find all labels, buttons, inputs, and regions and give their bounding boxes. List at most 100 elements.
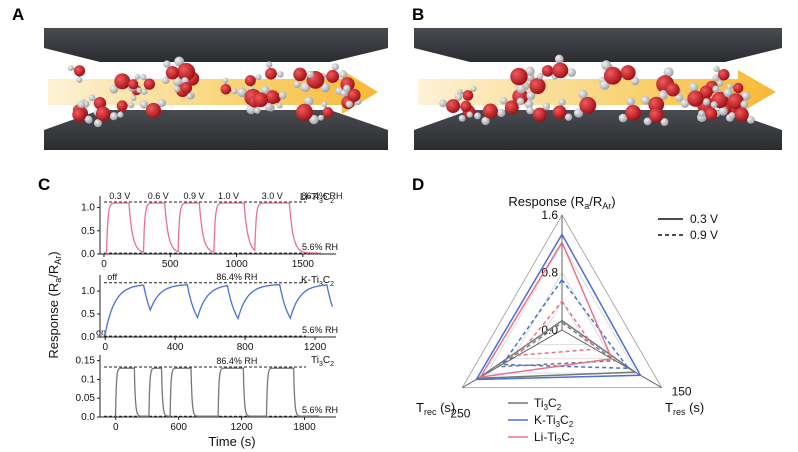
response-curve (103, 283, 334, 336)
hydrogen-atom (499, 96, 508, 105)
y-tick-label: 0.1 (81, 374, 95, 385)
oxygen-atom (648, 96, 665, 113)
oxygen-atom (510, 67, 528, 86)
panel-b-illustration (414, 28, 782, 150)
hydrogen-atom (470, 85, 477, 92)
oxygen-atom (446, 99, 461, 114)
hydrogen-atom (173, 76, 183, 87)
voltage-label: 0.9 V (184, 191, 205, 201)
hydrogen-atom (599, 80, 610, 90)
oxygen-atom (145, 102, 162, 119)
oxygen-atom (603, 66, 622, 85)
x-tick-label: 1000 (225, 259, 248, 270)
panel-b-water-molecules (439, 54, 755, 126)
panel-c-xlabel: Time (s) (208, 434, 255, 449)
hydrogen-atom (76, 76, 83, 83)
hydrogen-atom (320, 82, 331, 93)
hydrogen-atom (255, 74, 262, 81)
hydrogen-atom (173, 85, 181, 93)
oxygen-atom (265, 67, 277, 80)
y-tick-label: 1.0 (81, 286, 95, 297)
oxygen-atom (552, 105, 567, 119)
x-tick-label: 500 (162, 259, 179, 270)
oxygen-atom (72, 107, 87, 122)
panel-b-letter: B (412, 5, 424, 24)
sample-label: Ti3C2 (311, 355, 334, 368)
legend-ti-label: Ti3C2 (534, 396, 562, 412)
oxygen-atom (699, 85, 713, 99)
radar-series-ti-v03 (475, 319, 638, 380)
x-tick-label: 1500 (292, 259, 315, 270)
hydrogen-atom (345, 100, 353, 108)
response-curve (114, 367, 320, 417)
hydrogen-atom (84, 115, 93, 124)
radar-series-k-v09 (500, 278, 630, 370)
oxygen-atom (704, 107, 718, 121)
hydrogen-atom (741, 91, 751, 101)
hydrogen-atom (689, 82, 699, 92)
hydrogen-atom (536, 73, 544, 80)
legend-k-label: K-Ti3C2 (534, 413, 574, 429)
hydrogen-atom (321, 101, 328, 108)
hydrogen-atom (293, 80, 301, 88)
hydrogen-atom (497, 108, 506, 118)
oxygen-atom (265, 90, 280, 105)
voltage-label: 3.0 V (262, 191, 283, 201)
panel-c-letter: C (38, 175, 50, 194)
radar-grid-ring (486, 242, 638, 374)
x-tick-label: 0 (102, 342, 108, 353)
panel-a-illustration (44, 28, 388, 150)
radar-axis-trec-label: Trec (s) (416, 400, 455, 417)
hydrogen-atom (174, 56, 185, 67)
hydrogen-atom (663, 67, 674, 78)
series-legend: Ti3C2 K-Ti3C2 Li-Ti3C2 (508, 396, 575, 446)
hydrogen-atom (237, 87, 247, 98)
y-tick-label: 0.5 (81, 309, 95, 320)
hydrogen-atom (746, 115, 755, 124)
hydrogen-atom (702, 98, 710, 106)
hydrogen-atom (140, 74, 147, 81)
oxygen-atom (93, 97, 107, 110)
hydrogen-atom (454, 93, 463, 101)
hydrogen-atom (474, 112, 481, 120)
x-tick-label: 400 (167, 342, 184, 353)
hydrogen-atom (309, 114, 319, 125)
hydrogen-atom (88, 94, 96, 102)
ref-low-label: 5.6% RH (302, 242, 338, 252)
hydrogen-atom (141, 88, 148, 95)
hydrogen-atom (525, 66, 535, 76)
oxygen-atom (295, 103, 313, 121)
hydrogen-atom (134, 73, 141, 80)
hydrogen-atom (130, 95, 137, 101)
y-tick-label: 0.0 (81, 412, 95, 423)
oxygen-atom (462, 90, 474, 101)
oxygen-atom (579, 96, 597, 114)
hydrogen-atom (331, 63, 339, 71)
radar-axis-tres-label: Tres (s) (665, 400, 704, 417)
x-tick-label: 0 (101, 259, 107, 270)
hydrogen-atom (222, 77, 229, 84)
oxygen-atom (73, 65, 86, 77)
x-tick-label: 1200 (230, 422, 253, 433)
oxygen-atom (529, 77, 546, 95)
hydrogen-atom (643, 117, 652, 126)
hydrogen-atom (726, 83, 733, 90)
state-off-label: off (107, 272, 117, 282)
hydrogen-atom (675, 93, 684, 102)
radar-tick-label: 250 (450, 407, 470, 421)
hydrogen-atom (261, 85, 270, 94)
hydrogen-atom (278, 91, 287, 100)
radar-tick-label: 150 (672, 385, 692, 399)
hydrogen-atom (67, 65, 74, 72)
oxygen-atom (734, 107, 749, 122)
hydrogen-atom (641, 96, 650, 105)
oxygen-atom (665, 82, 680, 97)
radar-grid-ring (536, 300, 588, 345)
hydrogen-atom (117, 111, 124, 118)
hydrogen-atom (231, 88, 238, 95)
oxygen-atom (322, 107, 334, 118)
panel-c-ylabel: Response (Ra/RAr) (46, 251, 63, 358)
